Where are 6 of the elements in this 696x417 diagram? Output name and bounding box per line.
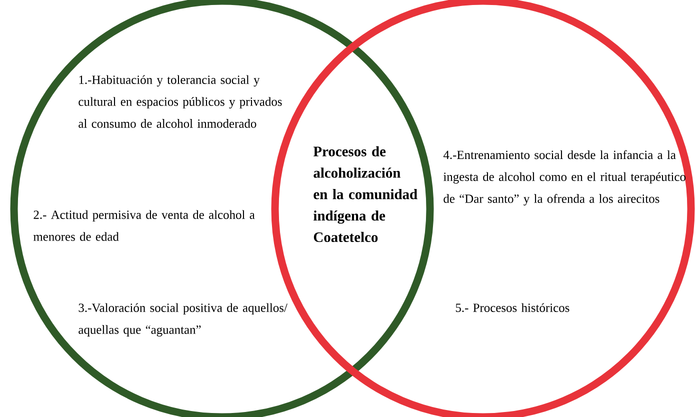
item-text: 5.- Procesos históricos <box>456 303 570 312</box>
item-text: 3.-Valoración social positiva de aquellos/ aquellas que “aguantan” <box>78 303 288 336</box>
item-text: 1.-Habituación y tolerancia social y cultural en espacios públicos y privados al consumo de alcohol inmoderado <box>78 75 282 128</box>
item-text: 4.-Entrenamiento social desde la infancia a la ingesta de alcohol como en el ritual terapéutico de “Dar santo” y la ofrenda a los airecitos <box>443 150 686 206</box>
center-title: Procesos de alcoholización en la comunidad indígena de Coatetelco <box>313 146 418 242</box>
item-text: 2.- Actitud permisiva de venta de alcohol a menores de edad <box>33 210 255 241</box>
